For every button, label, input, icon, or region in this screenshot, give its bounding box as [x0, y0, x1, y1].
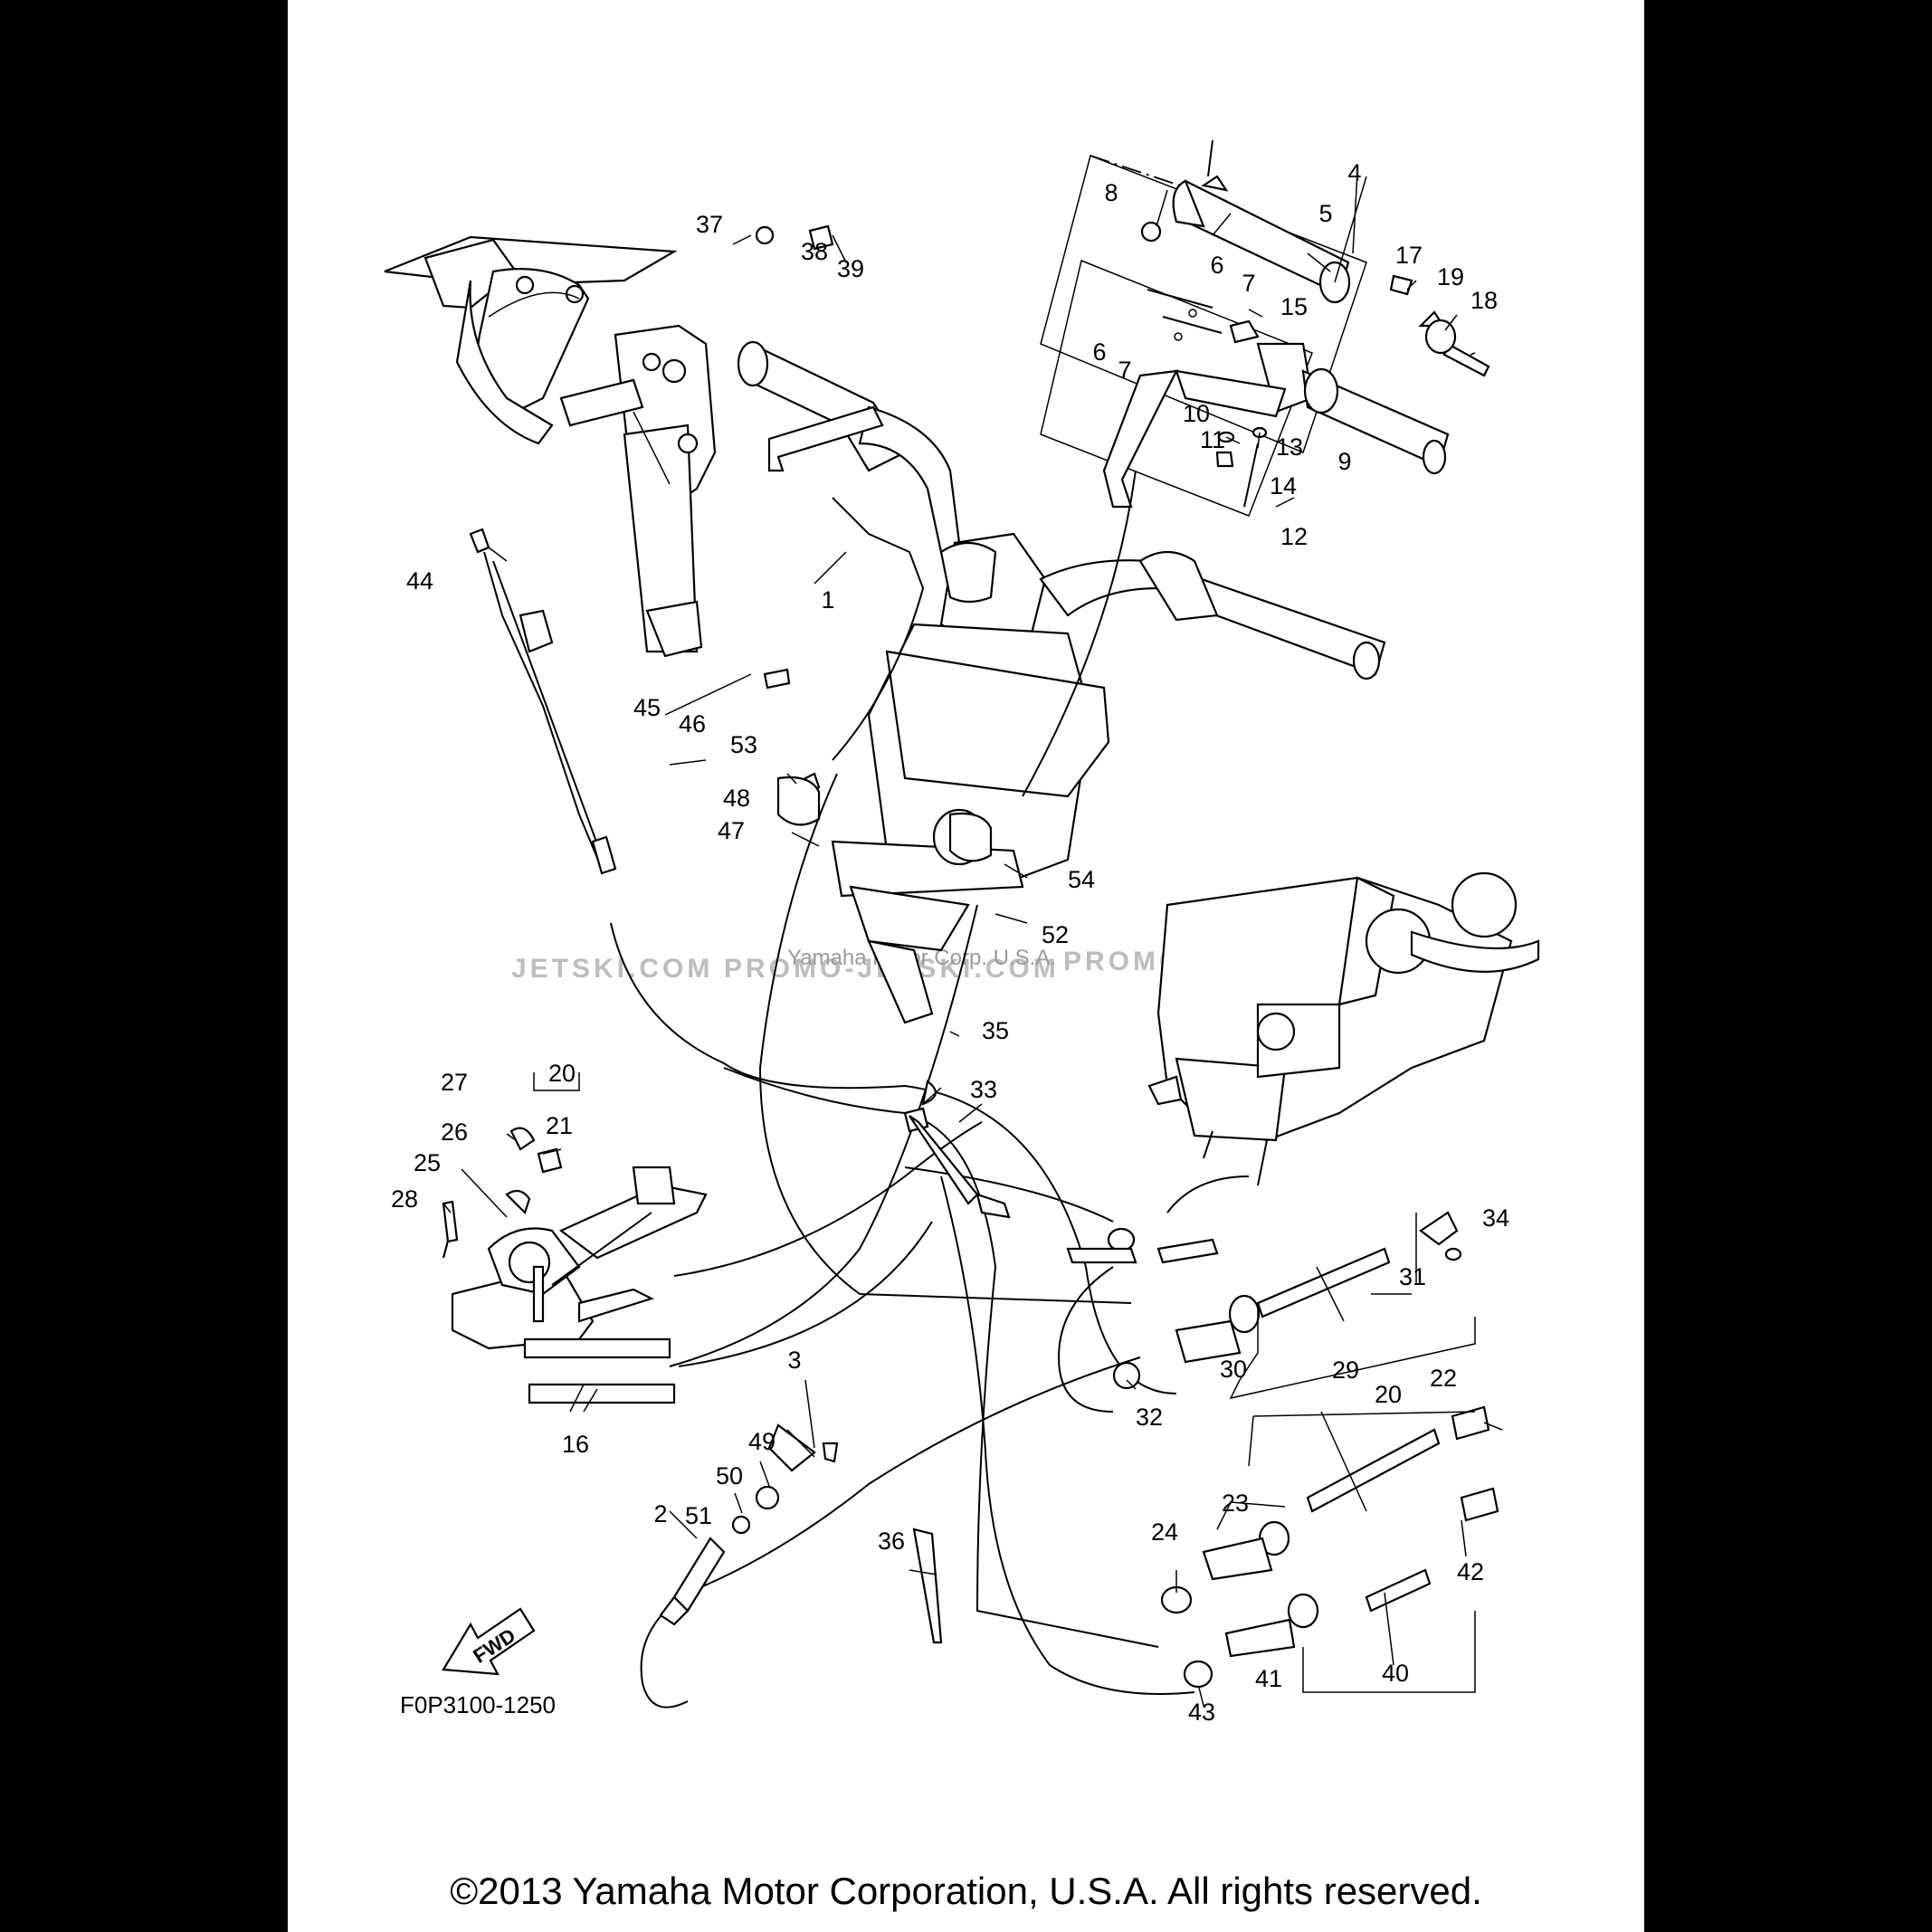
lever-cable	[469, 528, 617, 875]
callout-1: 1	[821, 586, 834, 614]
callout-51: 51	[685, 1502, 712, 1529]
callout-41: 41	[1255, 1665, 1282, 1692]
callout-28: 28	[391, 1185, 418, 1213]
drawing-code: F0P3100-1250	[400, 1691, 556, 1718]
callout-13: 13	[1276, 433, 1303, 461]
callout-48: 48	[723, 785, 750, 812]
callout-54: 54	[1068, 866, 1095, 893]
callout-5: 5	[1318, 200, 1332, 227]
callout-7: 7	[1118, 357, 1131, 384]
callout-8: 8	[1104, 179, 1118, 206]
callout-20: 20	[1375, 1381, 1402, 1408]
callout-42: 42	[1457, 1558, 1484, 1585]
callout-49: 49	[748, 1428, 776, 1455]
callout-27: 27	[441, 1069, 468, 1096]
callout-30: 30	[1220, 1356, 1247, 1383]
callout-25: 25	[414, 1149, 441, 1176]
copyright-notice: ©2013 Yamaha Motor Corporation, U.S.A. A…	[450, 1870, 1482, 1912]
throttle-body	[1147, 871, 1540, 1186]
throttle-grip-group	[1040, 139, 1490, 517]
callout-19: 19	[1437, 263, 1464, 290]
leader-lines	[443, 171, 1503, 1707]
callout-35: 35	[982, 1017, 1009, 1044]
callout-44: 44	[406, 567, 433, 595]
callout-37: 37	[696, 211, 723, 238]
watermark-left: JETSKI.COM	[511, 954, 713, 984]
callout-6: 6	[1210, 252, 1223, 279]
callout-29: 29	[1332, 1356, 1359, 1384]
callout-31: 31	[1399, 1263, 1426, 1290]
cables	[492, 470, 1250, 1708]
callout-7: 7	[1242, 270, 1255, 297]
callout-10: 10	[1183, 400, 1210, 427]
callout-22: 22	[1430, 1365, 1457, 1392]
callout-9: 9	[1337, 448, 1351, 475]
callout-18: 18	[1470, 287, 1498, 314]
callout-43: 43	[1188, 1699, 1215, 1726]
callout-46: 46	[679, 710, 706, 738]
callout-26: 26	[441, 1118, 468, 1146]
callout-32: 32	[1136, 1404, 1163, 1431]
callout-11: 11	[1200, 426, 1225, 453]
shift-unit	[442, 1166, 708, 1350]
callout-45: 45	[633, 694, 661, 721]
callout-36: 36	[878, 1528, 905, 1555]
callout-38: 38	[801, 238, 828, 265]
callout-2: 2	[653, 1500, 667, 1528]
handlebar	[737, 340, 1386, 1024]
callout-20: 20	[548, 1060, 576, 1087]
callout-33: 33	[970, 1076, 997, 1103]
callout-3: 3	[787, 1347, 801, 1374]
callout-4: 4	[1347, 159, 1361, 186]
callout-40: 40	[1382, 1660, 1409, 1687]
callout-16: 16	[562, 1431, 589, 1458]
callout-24: 24	[1151, 1518, 1178, 1546]
watermark-center: Yamaha Motor Corp. U.S.A.	[787, 946, 1056, 970]
fwd-arrow: FWD	[442, 1607, 536, 1676]
small-parts	[442, 224, 1499, 1689]
callout-23: 23	[1222, 1489, 1249, 1517]
callout-34: 34	[1482, 1204, 1509, 1232]
callout-50: 50	[716, 1462, 743, 1489]
callout-47: 47	[718, 817, 745, 844]
callout-12: 12	[1280, 523, 1308, 550]
callout-15: 15	[1280, 293, 1308, 320]
callout-17: 17	[1395, 242, 1423, 269]
callout-numbers: 1234567678910111213141516171819202120222…	[391, 159, 1509, 1726]
callout-39: 39	[837, 255, 864, 282]
callout-14: 14	[1270, 472, 1297, 500]
callout-21: 21	[546, 1112, 573, 1139]
lever-assembly	[384, 235, 717, 658]
callout-52: 52	[1042, 921, 1069, 948]
callout-6: 6	[1092, 338, 1106, 366]
callout-53: 53	[730, 731, 757, 758]
